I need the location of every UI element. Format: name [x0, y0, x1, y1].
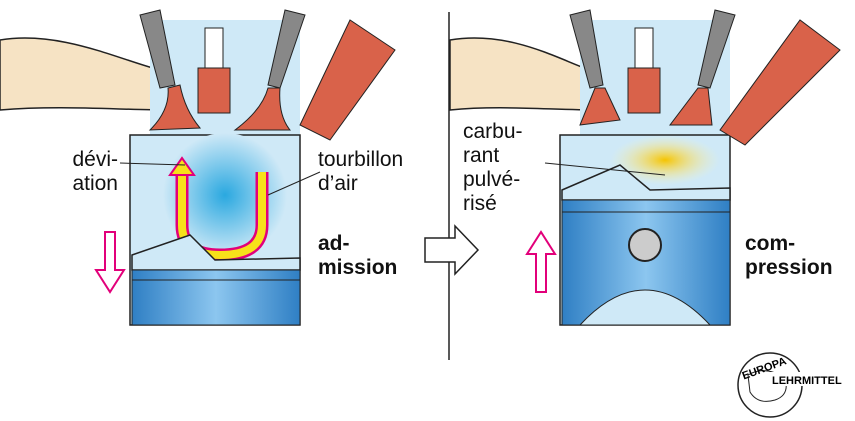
up-arrow — [525, 230, 557, 293]
next-arrow — [424, 224, 480, 276]
exhaust-valve — [233, 87, 292, 131]
piston — [131, 269, 301, 326]
svg-text:LEHRMITTEL: LEHRMITTEL — [772, 375, 842, 387]
down-arrow — [94, 231, 126, 294]
spark-plug — [204, 27, 224, 69]
intake-valve — [148, 84, 202, 131]
injector — [299, 19, 396, 141]
injector — [719, 19, 841, 146]
deviation-label: dévi-ation — [72, 148, 118, 195]
valve-stem-intake — [139, 9, 176, 89]
left-engine — [0, 9, 396, 326]
right-engine — [449, 9, 841, 326]
compression-stroke-label: com-pression — [745, 232, 833, 279]
piston-pin — [628, 228, 662, 262]
intake-stroke-label: ad-mission — [318, 232, 398, 279]
europa-logo: EUROPA LEHRMITTEL — [737, 352, 848, 418]
intake-port — [0, 37, 171, 111]
